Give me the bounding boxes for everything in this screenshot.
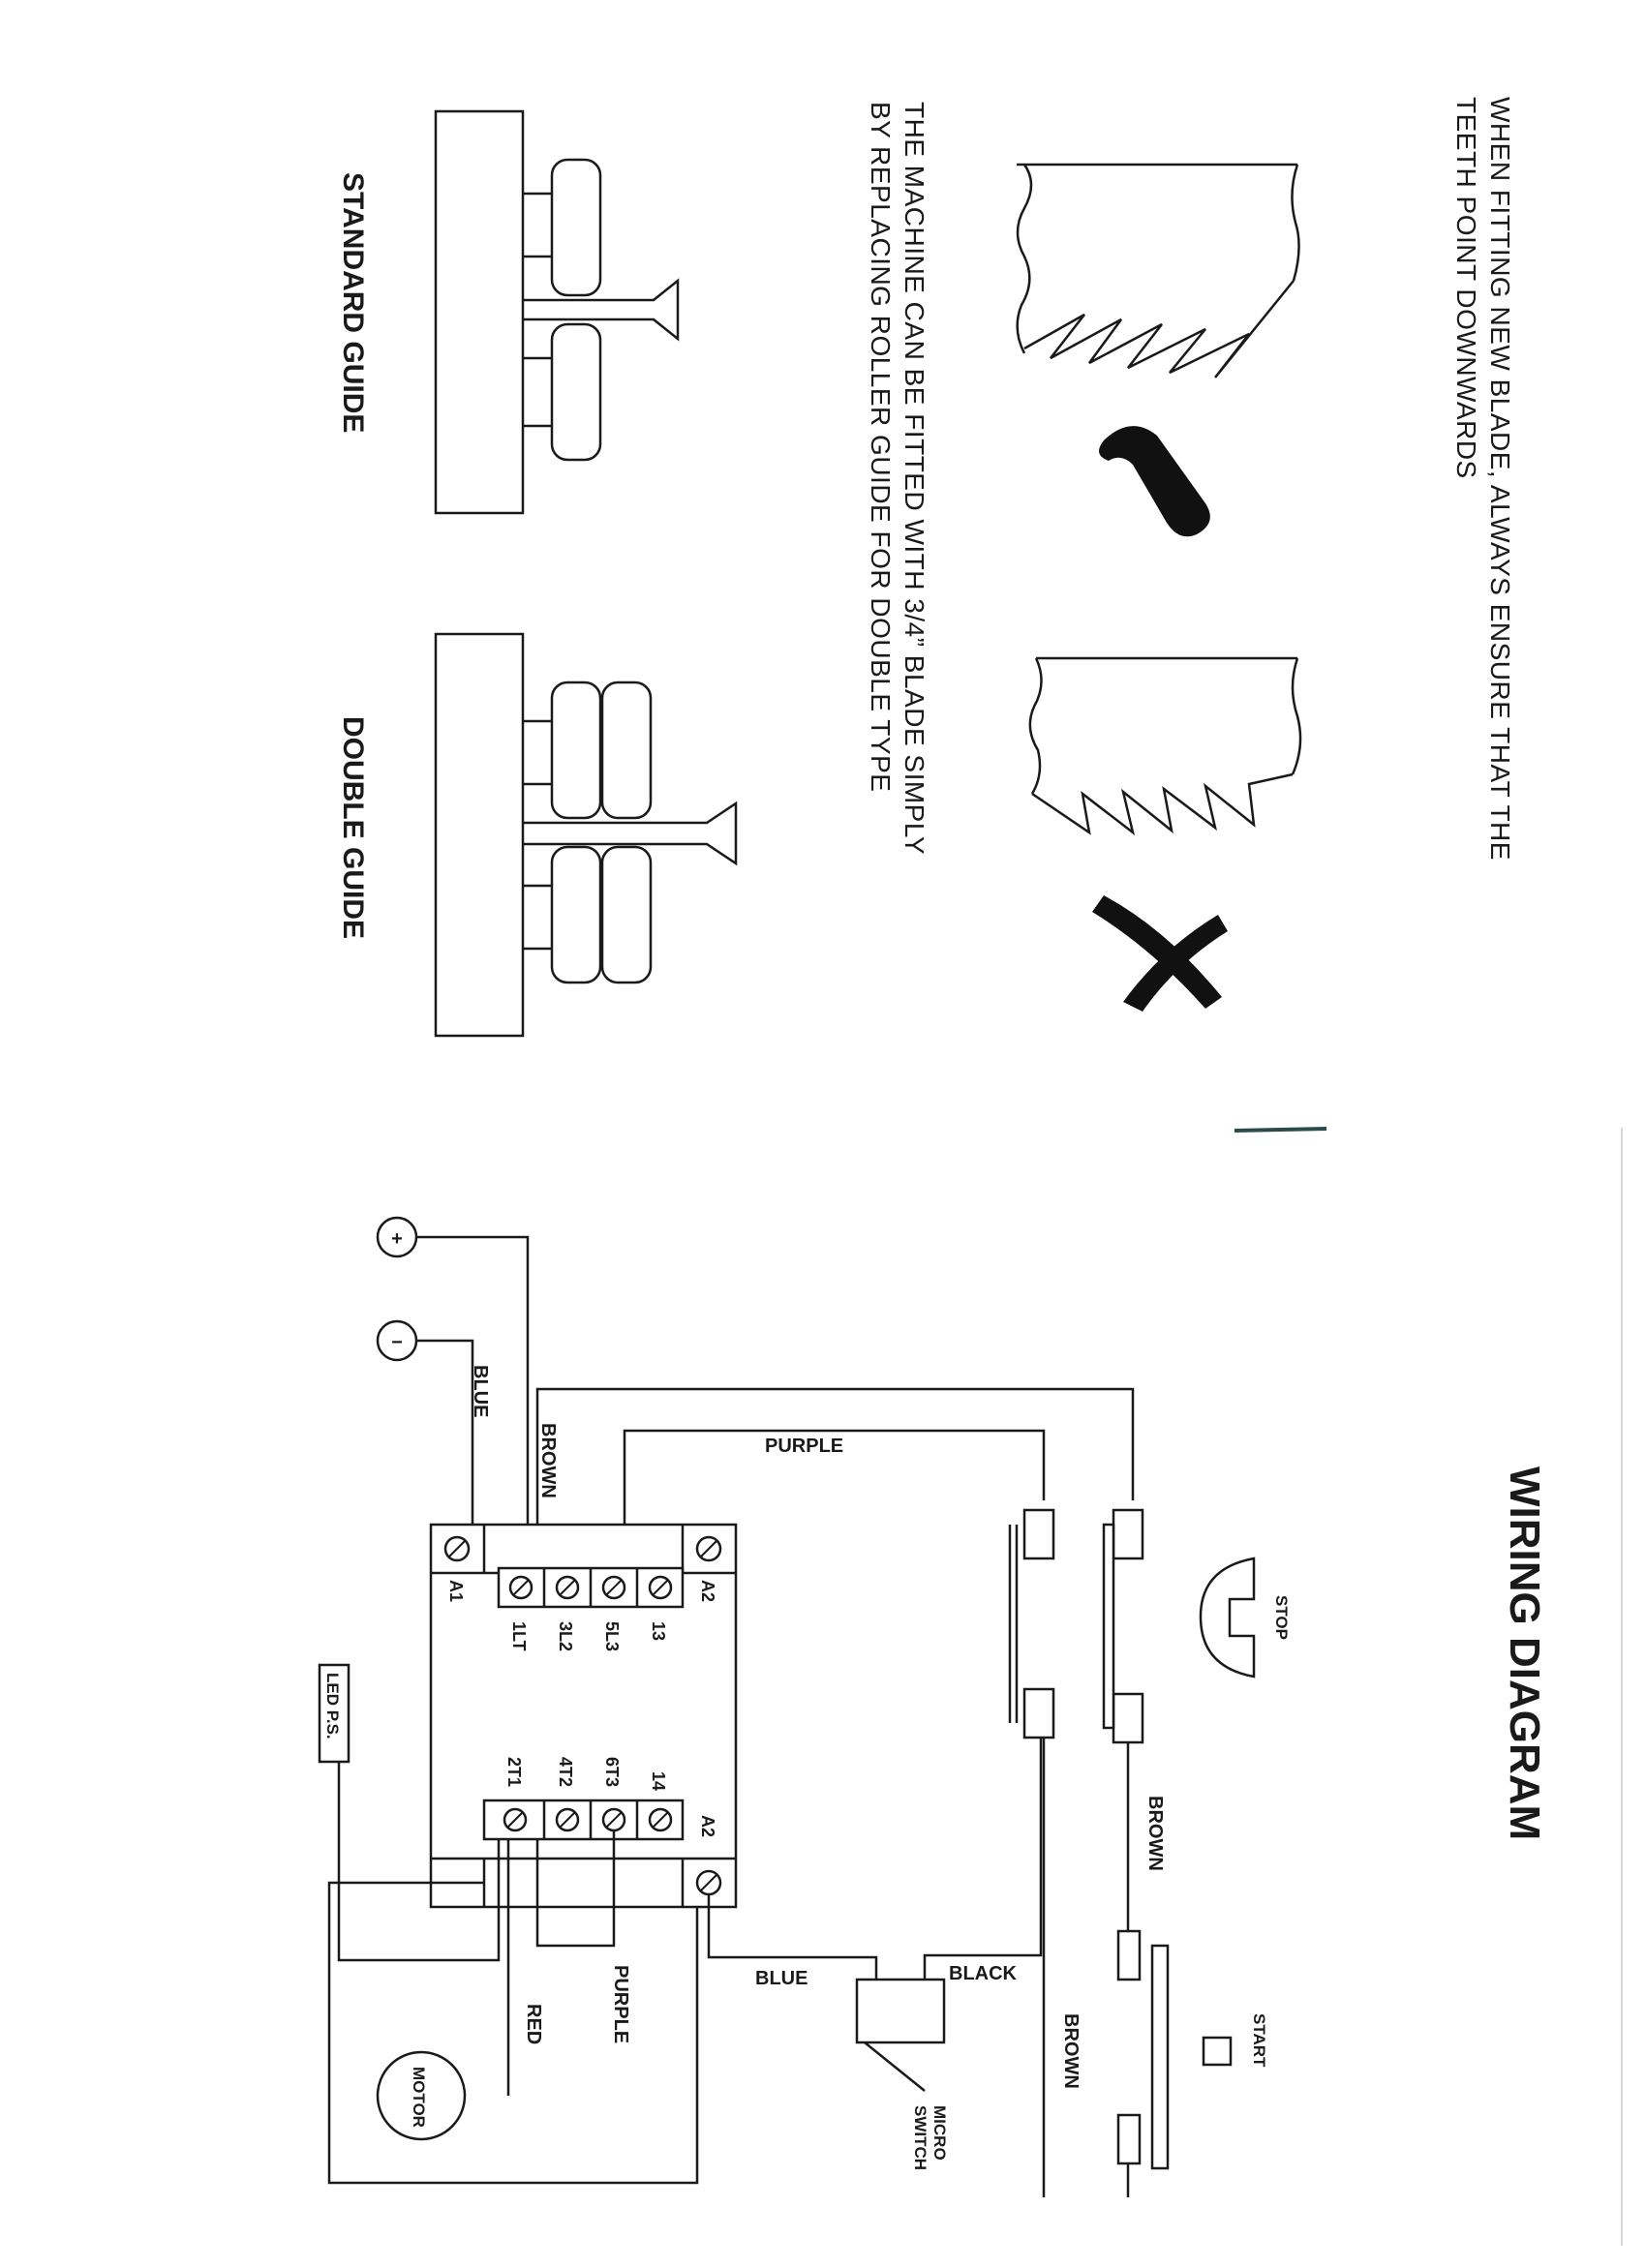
screw-a2-top <box>695 1535 722 1562</box>
plus-sign: + <box>391 1228 403 1250</box>
screw-5l3 <box>601 1575 626 1600</box>
motor-label: MOTOR <box>410 2067 428 2128</box>
screw-4t2 <box>555 1807 580 1832</box>
purple-bottom-label: PURPLE <box>610 1965 631 2043</box>
blade-note-line2: TEETH POINT DOWNWARDS <box>1451 97 1481 479</box>
cross-mark-icon <box>1092 895 1228 1012</box>
led-ps-wire <box>337 1762 501 1962</box>
black-label: BLACK <box>949 1963 1018 1984</box>
micro-switch-label-2: SWITCH <box>911 2105 930 2170</box>
blue-bottom-wire <box>707 1894 878 1980</box>
brown-right-label: BROWN <box>1144 1796 1166 1871</box>
led-ps-box <box>318 1663 351 1764</box>
double-guide-illustration <box>434 632 738 1038</box>
terminal-a2-top-label: A2 <box>698 1580 717 1602</box>
start-label: START <box>1250 2013 1268 2068</box>
brown-top-wire <box>535 1387 1135 1525</box>
screw-13 <box>648 1575 673 1600</box>
purple-top-wire <box>623 1429 1046 1573</box>
blue-wire-minus <box>416 1339 474 1525</box>
brown-top-label: BROWN <box>537 1423 559 1498</box>
motor-return-wire <box>327 1881 699 2185</box>
terminal-3l2-label: 3L2 <box>556 1621 575 1651</box>
screw-14 <box>648 1807 673 1832</box>
terminal-a1-label: A1 <box>446 1580 466 1602</box>
micro-switch-lever <box>864 2041 926 2092</box>
screw-2t1 <box>503 1807 528 1832</box>
led-ps-label: LED P.S. <box>323 1673 342 1739</box>
standard-guide-label: STANDARD GUIDE <box>337 172 369 433</box>
minus-sign: − <box>391 1332 403 1353</box>
terminal-13-label: 13 <box>649 1621 668 1641</box>
start-switch <box>1116 1929 1233 2190</box>
roller-note-line2: BY REPLACING ROLLER GUIDE FOR DOUBLE TYP… <box>866 102 896 792</box>
micro-switch-body <box>855 1978 946 2044</box>
stop-switch <box>1008 1508 1256 1744</box>
check-mark-icon <box>1099 426 1210 537</box>
purple-bottom-wire <box>535 1830 616 1948</box>
brown-bottom-label: BROWN <box>1060 2013 1082 2089</box>
roller-note-line1: THE MACHINE CAN BE FITTED WITH 3/4” BLAD… <box>899 102 930 855</box>
brown-wire-plus <box>416 1235 530 1573</box>
terminal-1lt-label: 1LT <box>509 1621 529 1651</box>
blade-note-line1: WHEN FITTING NEW BLADE, ALWAYS ENSURE TH… <box>1485 97 1515 861</box>
terminal-5l3-label: 5L3 <box>602 1621 622 1651</box>
black-wire <box>923 1738 1043 1980</box>
roller-note: THE MACHINE CAN BE FITTED WITH 3/4” BLAD… <box>866 102 930 855</box>
screw-3l2 <box>555 1575 580 1600</box>
screw-1lt <box>508 1575 533 1600</box>
purple-top-label: PURPLE <box>765 1436 843 1457</box>
terminal-6t3-label: 6T3 <box>602 1757 622 1787</box>
double-guide-label: DOUBLE GUIDE <box>337 716 369 939</box>
incorrect-blade-illustration <box>1028 656 1302 836</box>
blue-bottom-label: BLUE <box>755 1968 808 1989</box>
terminal-14-label: 14 <box>649 1771 668 1791</box>
blade-note: WHEN FITTING NEW BLADE, ALWAYS ENSURE TH… <box>1451 97 1515 861</box>
standard-guide-illustration <box>434 109 680 515</box>
correct-blade-illustration <box>1016 163 1300 378</box>
blue-top-label: BLUE <box>470 1365 491 1417</box>
motor-symbol <box>376 2050 467 2141</box>
minus-terminal-symbol: − <box>376 1319 418 1362</box>
margin-mark <box>1234 1127 1327 1133</box>
micro-switch-label-1: MICRO <box>930 2105 949 2161</box>
terminal-4t2-label: 4T2 <box>556 1757 575 1787</box>
plus-terminal-symbol: + <box>376 1216 418 1258</box>
red-label: RED <box>523 2004 544 2044</box>
wiring-diagram-title: WIRING DIAGRAM <box>1501 1467 1548 1840</box>
screw-a1 <box>443 1535 471 1562</box>
terminal-2t1-label: 2T1 <box>504 1757 524 1787</box>
terminal-a2-bottom-label: A2 <box>698 1815 717 1837</box>
stop-label: STOP <box>1272 1595 1291 1640</box>
